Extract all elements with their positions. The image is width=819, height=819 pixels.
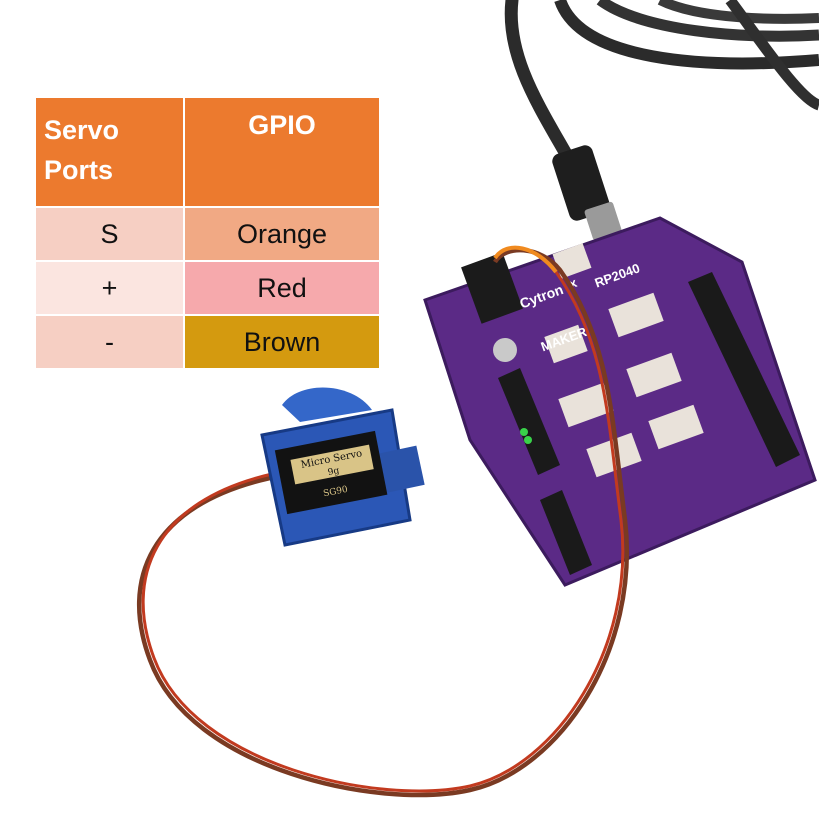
port-cell: - [36,314,184,368]
port-cell: + [36,260,184,315]
header-servo-line1: Servo [44,115,120,145]
wire-cell: Orange [183,206,379,261]
table-header-row: Servo Ports GPIO [36,98,379,207]
servo-wires [136,245,629,798]
servo-motor: Micro Servo 9g SG90 [260,387,425,547]
header-gpio: GPIO [183,98,379,207]
maker-uno-board: Cytron x RP2040 MAKER [423,216,817,587]
table-row: + Red [36,260,379,315]
servo-label-line2: 9g [327,466,340,478]
wire-cell: Brown [183,314,379,368]
usb-cable [504,0,819,241]
servo-gpio-table: Servo Ports GPIO S Orange + Red - Brown [36,98,379,368]
port-cell: S [36,206,184,261]
header-servo-line2: Ports [44,155,114,185]
table-row: - Brown [36,314,379,368]
wire-cell: Red [183,260,379,315]
servo-label-line3: SG90 [322,485,349,500]
header-servo-ports: Servo Ports [36,98,184,207]
table-row: S Orange [36,206,379,261]
